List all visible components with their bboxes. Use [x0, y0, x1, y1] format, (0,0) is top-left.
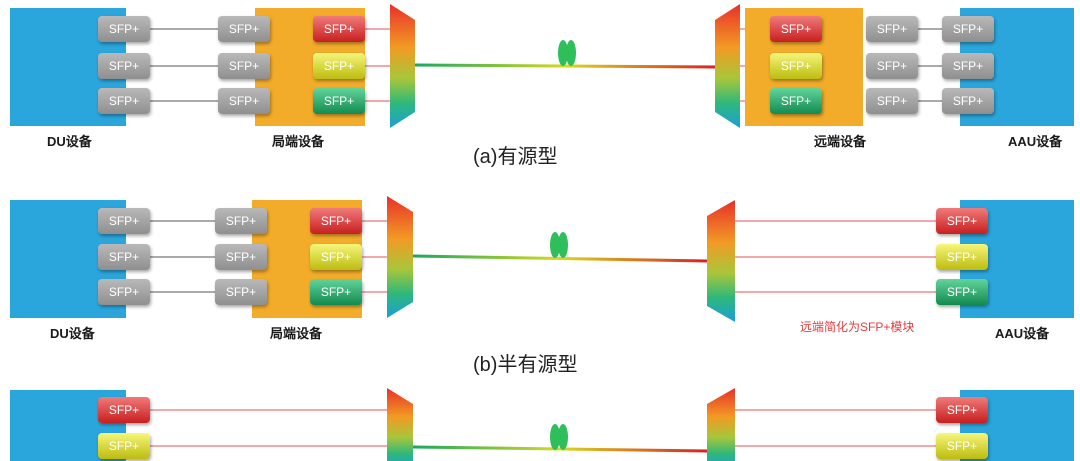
mux-demux-icon — [707, 388, 735, 461]
sfp-module: SFP+ — [770, 16, 822, 42]
sfp-module: SFP+ — [98, 397, 150, 423]
remote-note: 远端简化为SFP+模块 — [800, 320, 915, 334]
sfp-module: SFP+ — [313, 88, 365, 114]
panel-b-caption: (b)半有源型 — [473, 354, 578, 376]
office-label: 局端设备 — [272, 134, 325, 149]
sfp-module: SFP+ — [936, 244, 988, 270]
sfp-module: SFP+ — [942, 53, 994, 79]
sfp-module: SFP+ — [98, 53, 150, 79]
sfp-module: SFP+ — [936, 279, 988, 305]
sfp-module: SFP+ — [215, 208, 267, 234]
sfp-module: SFP+ — [98, 279, 150, 305]
sfp-module: SFP+ — [218, 88, 270, 114]
sfp-module: SFP+ — [313, 16, 365, 42]
panel-a-caption: (a)有源型 — [473, 146, 558, 168]
sfp-module: SFP+ — [770, 88, 822, 114]
sfp-module: SFP+ — [218, 53, 270, 79]
panel-a-lines — [150, 28, 942, 102]
sfp-module: SFP+ — [98, 433, 150, 459]
sfp-module: SFP+ — [942, 16, 994, 42]
fiber-coil-icon — [550, 424, 568, 450]
office-label: 局端设备 — [270, 326, 323, 341]
mux-demux-icon — [387, 388, 413, 461]
sfp-module: SFP+ — [936, 397, 988, 423]
fiber-coil-icon — [558, 40, 576, 66]
sfp-module: SFP+ — [866, 16, 918, 42]
du-label: DU设备 — [50, 326, 95, 341]
remote-label: 远端设备 — [814, 134, 867, 149]
panel-b-lines — [150, 220, 936, 293]
sfp-module: SFP+ — [218, 16, 270, 42]
sfp-module: SFP+ — [936, 208, 988, 234]
mux-demux-icon — [390, 4, 415, 128]
sfp-module: SFP+ — [770, 53, 822, 79]
sfp-module: SFP+ — [313, 53, 365, 79]
sfp-module: SFP+ — [866, 88, 918, 114]
aau-label: AAU设备 — [995, 326, 1050, 341]
sfp-module: SFP+ — [866, 53, 918, 79]
sfp-module: SFP+ — [310, 279, 362, 305]
panel-c-lines — [150, 409, 936, 453]
sfp-module: SFP+ — [98, 16, 150, 42]
sfp-module: SFP+ — [310, 208, 362, 234]
aau-label: AAU设备 — [1008, 134, 1063, 149]
fiber-coil-icon — [550, 232, 568, 258]
sfp-module: SFP+ — [936, 433, 988, 459]
sfp-module: SFP+ — [98, 208, 150, 234]
sfp-module: SFP+ — [215, 244, 267, 270]
sfp-module: SFP+ — [98, 244, 150, 270]
sfp-module: SFP+ — [942, 88, 994, 114]
mux-demux-icon — [715, 4, 740, 128]
mux-demux-icon — [387, 196, 413, 318]
sfp-module: SFP+ — [310, 244, 362, 270]
sfp-module: SFP+ — [98, 88, 150, 114]
du-label: DU设备 — [47, 134, 92, 149]
sfp-module: SFP+ — [215, 279, 267, 305]
mux-demux-icon — [707, 200, 735, 322]
